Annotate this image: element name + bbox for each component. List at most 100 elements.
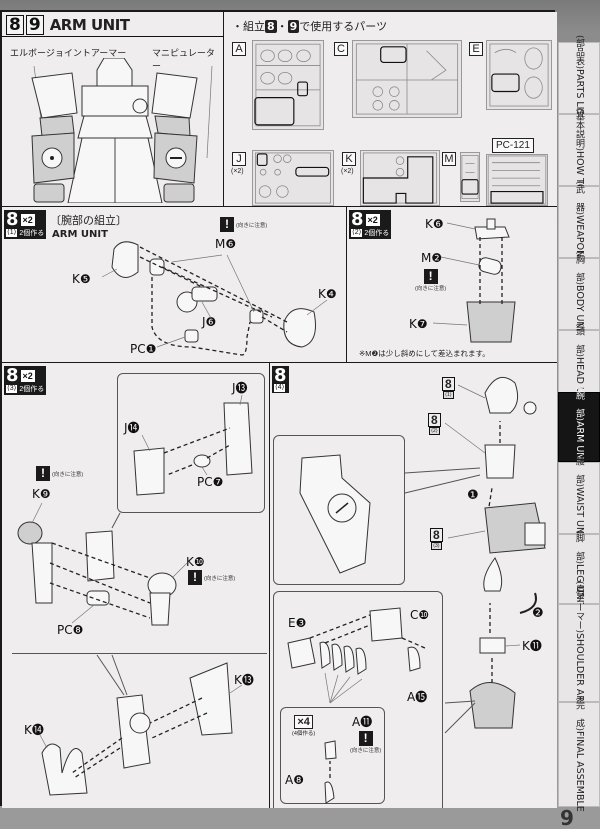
step-number-8: 8 — [6, 15, 24, 35]
part-label-pck: PC❼ — [197, 475, 224, 489]
step-multiplier: ×2 — [365, 213, 380, 226]
runner-a-diagram — [252, 40, 324, 130]
finger-count-badge: ×4 (4個作る) — [292, 715, 316, 737]
part-label-k4: K❹ — [318, 287, 337, 301]
step-number: 8 — [6, 209, 19, 230]
step-8-3-panel: 8×2 ⟨3⟩2個作る J⓭ J⓮ PC❼ ! (向きに注意) K❾ K❿ ! … — [2, 363, 270, 808]
subassembly-ref-8-1: 8⟨1⟩ — [442, 377, 455, 399]
runner-e-diagram — [486, 40, 552, 110]
part-label-m6: M❻ — [215, 237, 237, 251]
callout-elbow-joint-armor: エルボージョイントアーマー — [10, 49, 127, 59]
assembly-order-1: ❶ — [467, 488, 479, 503]
runner-c-label: C — [334, 42, 348, 56]
runner-a-label: A — [232, 42, 246, 56]
tab-final-assemble[interactable]: (完 成)FINAL ASSEMBLE — [558, 697, 600, 812]
step-8-1-panel: 8×2 ⟨1⟩2個作る 〔腕部の組立〕 ARM UNIT ! (向きに注意) M… — [2, 207, 347, 363]
polycap-runner-diagram — [486, 154, 548, 206]
step-8-2-panel: 8×2 ⟨2⟩2個作る K❻ M❷ ! (向きに注意) K❼ ※M❷は少し斜めに… — [347, 207, 557, 363]
exclamation-icon: ! — [220, 217, 234, 232]
make-count: 2個作る — [19, 230, 45, 237]
exclamation-icon: ! — [36, 466, 50, 481]
assembly-order-2: ❷ — [532, 606, 544, 621]
section-divider — [12, 653, 267, 654]
exclamation-icon: ! — [358, 731, 373, 746]
runner-k-multiplier: (×2) — [341, 168, 354, 175]
part-label-a15: A⓯ — [407, 690, 428, 704]
step-8-2-badge: 8×2 ⟨2⟩2個作る — [349, 210, 392, 239]
step-8-3-badge: 8×2 ⟨3⟩2個作る — [4, 366, 47, 395]
step-multiplier: ×2 — [20, 369, 35, 382]
substep-number: ⟨3⟩ — [6, 385, 18, 393]
tab-body-unit[interactable]: (胸 部)BODY UNIT — [558, 251, 600, 337]
tab-parts-list[interactable]: (部品表)PARTS LIST — [558, 35, 600, 121]
substep-number: ⟨1⟩ — [6, 229, 18, 237]
step-title-jp: 〔腕部の組立〕 — [50, 214, 127, 227]
section-title-text: ARM UNIT — [49, 16, 130, 34]
part-label-a11: A⓫ — [352, 715, 373, 729]
part-label-k13: K⓭ — [234, 673, 254, 687]
orientation-warning-k9: ! (向きに注意) — [36, 466, 83, 481]
part-label-c10: C❿ — [410, 608, 430, 622]
section-title: 8 9 ARM UNIT — [6, 15, 130, 35]
part-label-pcj: PC❶ — [130, 342, 157, 356]
part-label-k11: K⓫ — [522, 639, 542, 653]
part-label-k6: K❻ — [425, 217, 444, 231]
page-number: 9 — [560, 806, 574, 829]
detail-inset-elbow-armor — [273, 435, 405, 585]
header-divider — [2, 36, 224, 37]
part-label-m2: M❷ — [421, 251, 443, 265]
runner-j-multiplier: (×2) — [231, 168, 244, 175]
step-8-4-panel: 8 ⟨4⟩ 8⟨1⟩ 8⟨2⟩ 8⟨3⟩ ❶ ❷ E❸ C❿ A⓯ K⓫ ×4 — [270, 363, 557, 808]
runner-k-label: K — [342, 152, 356, 166]
part-label-e3: E❸ — [288, 616, 307, 630]
step-ref-8: 8 — [265, 20, 277, 33]
part-label-j6: J❻ — [202, 315, 217, 329]
part-label-k10: K❿ — [186, 555, 205, 569]
substep-number: ⟨4⟩ — [274, 384, 286, 392]
section-tab-bar: (部品表)PARTS LIST (基本説明)HOW TO (武 器)WEAPON… — [558, 35, 600, 812]
step-8-4-badge: 8 ⟨4⟩ — [272, 366, 289, 393]
tab-weapons[interactable]: (武 器)WEAPONS — [558, 181, 600, 263]
part-label-k9: K❾ — [32, 487, 51, 501]
detail-inset-elbow — [117, 373, 265, 513]
make-count: 2個作る — [19, 386, 45, 393]
tab-head-unit[interactable]: (頭 部)HEAD UNIT — [558, 323, 600, 409]
make-count: 2個作る — [364, 230, 390, 237]
part-label-a8: A❽ — [285, 773, 304, 787]
step-8-1-badge: 8×2 ⟨1⟩2個作る — [4, 209, 47, 239]
tab-leg-unit[interactable]: (脚 部)LEG UNIT — [558, 530, 600, 608]
subassembly-ref-8-2: 8⟨2⟩ — [428, 413, 441, 435]
tab-waist-unit[interactable]: (腰 部)WAIST UNIT — [558, 453, 600, 543]
polycap-runner-label: PC-121 — [492, 138, 534, 153]
orientation-warning: ! (向きに注意) — [350, 731, 382, 754]
step-ref-9: 9 — [287, 20, 300, 33]
detail-inset-manipulator — [273, 591, 443, 808]
step-number-9: 9 — [25, 15, 44, 35]
assembly-note: ※M❷は少し斜めにして差込まれます。 — [359, 349, 490, 358]
runner-e-label: E — [469, 42, 483, 56]
step-8-1-diagram — [101, 241, 328, 356]
mobile-suit-illustration — [31, 58, 213, 203]
part-label-k7: K❼ — [409, 317, 428, 331]
subassembly-ref-8-3: 8⟨3⟩ — [430, 528, 443, 550]
exclamation-icon: ! — [423, 269, 438, 284]
instruction-sheet: 8 9 ARM UNIT エルボージョイントアーマー マニピュレーター — [0, 10, 557, 808]
part-label-k5: K❺ — [72, 272, 91, 286]
step-multiplier: ×2 — [20, 213, 35, 226]
orientation-warning: ! (向きに注意) — [415, 269, 447, 292]
orientation-warning-k10: ! (向きに注意) — [188, 570, 235, 585]
step-8-3-diagram — [17, 394, 253, 796]
runner-m-diagram — [460, 152, 480, 202]
tab-arm-unit[interactable]: (腕 部)ARM UNIT — [558, 387, 600, 468]
tab-how-to[interactable]: (基本説明)HOW TO — [558, 108, 600, 192]
finger-subassembly-inset — [280, 707, 385, 804]
runner-c-diagram — [352, 40, 462, 118]
runner-j-label: J — [232, 152, 246, 166]
substep-number: ⟨2⟩ — [351, 229, 363, 237]
part-label-k14: K⓮ — [24, 723, 44, 737]
runner-m-label: M — [442, 152, 456, 166]
tab-shoulder-armor[interactable]: (肩アーマー)SHOULDER ARMOR — [558, 581, 600, 725]
